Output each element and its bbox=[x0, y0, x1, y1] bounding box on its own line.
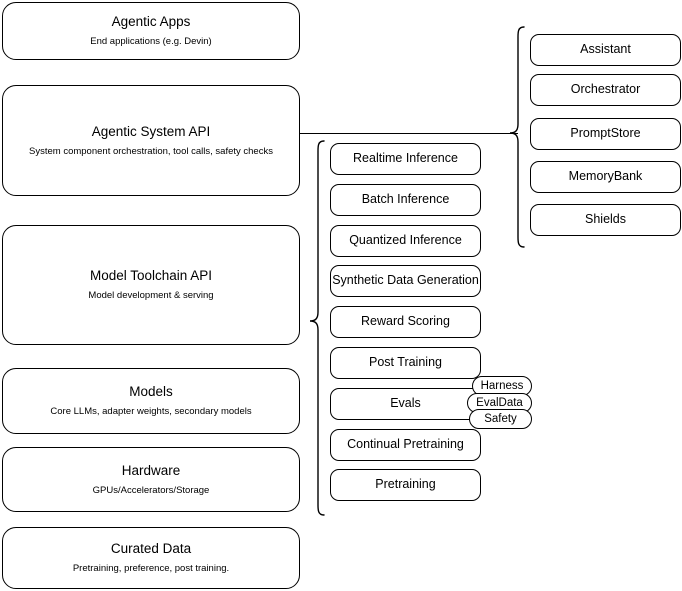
layer-title: Agentic System API bbox=[91, 123, 211, 139]
eval-pill-safety[interactable]: Safety bbox=[469, 409, 532, 429]
layer-title: Models bbox=[129, 384, 173, 400]
capability-label: Realtime Inference bbox=[353, 151, 458, 166]
brace-toolchain-capabilities bbox=[306, 140, 326, 516]
capability-evals[interactable]: Evals bbox=[330, 388, 481, 420]
capability-label: Reward Scoring bbox=[361, 314, 450, 329]
capability-reward-scoring[interactable]: Reward Scoring bbox=[330, 306, 481, 338]
layer-hardware[interactable]: Hardware GPUs/Accelerators/Storage bbox=[2, 447, 300, 512]
layer-model-toolchain-api[interactable]: Model Toolchain API Model development & … bbox=[2, 225, 300, 345]
eval-pill-label: Harness bbox=[480, 380, 524, 392]
layer-title: Model Toolchain API bbox=[89, 268, 213, 284]
component-label: Shields bbox=[585, 212, 626, 227]
capability-label: Batch Inference bbox=[361, 192, 450, 207]
capability-quantized-inference[interactable]: Quantized Inference bbox=[330, 225, 481, 257]
layer-subtitle: Core LLMs, adapter weights, secondary mo… bbox=[50, 406, 252, 417]
component-shields[interactable]: Shields bbox=[530, 204, 681, 236]
eval-pill-label: Safety bbox=[484, 413, 517, 425]
capability-post-training[interactable]: Post Training bbox=[330, 347, 481, 379]
layer-title: Hardware bbox=[121, 462, 181, 478]
eval-pill-label: EvalData bbox=[476, 397, 523, 409]
component-label: Assistant bbox=[580, 42, 631, 57]
layer-subtitle: Model development & serving bbox=[88, 290, 214, 301]
component-label: PromptStore bbox=[570, 126, 641, 141]
layer-subtitle: System component orchestration, tool cal… bbox=[29, 145, 273, 157]
component-assistant[interactable]: Assistant bbox=[530, 34, 681, 66]
layer-agentic-apps[interactable]: Agentic Apps End applications (e.g. Devi… bbox=[2, 2, 300, 60]
capability-pretraining[interactable]: Pretraining bbox=[330, 469, 481, 501]
capability-label: Synthetic Data Generation bbox=[332, 273, 479, 288]
eval-pill-evaldata[interactable]: EvalData bbox=[467, 393, 532, 413]
capability-label: Evals bbox=[390, 396, 421, 411]
component-promptstore[interactable]: PromptStore bbox=[530, 118, 681, 150]
capability-continual-pretraining[interactable]: Continual Pretraining bbox=[330, 429, 481, 461]
capability-label: Pretraining bbox=[375, 477, 436, 492]
component-orchestrator[interactable]: Orchestrator bbox=[530, 74, 681, 106]
brace-system-components bbox=[506, 26, 526, 248]
capability-batch-inference[interactable]: Batch Inference bbox=[330, 184, 481, 216]
layer-curated-data[interactable]: Curated Data Pretraining, preference, po… bbox=[2, 527, 300, 589]
component-label: Orchestrator bbox=[570, 82, 641, 97]
capability-synthetic-data-generation[interactable]: Synthetic Data Generation bbox=[330, 265, 481, 297]
component-memorybank[interactable]: MemoryBank bbox=[530, 161, 681, 193]
layer-subtitle: GPUs/Accelerators/Storage bbox=[92, 484, 210, 496]
capability-label: Continual Pretraining bbox=[347, 437, 464, 452]
layer-models[interactable]: Models Core LLMs, adapter weights, secon… bbox=[2, 368, 300, 434]
layer-title: Curated Data bbox=[110, 541, 192, 557]
connector-system-api-to-components bbox=[300, 133, 518, 134]
capability-realtime-inference[interactable]: Realtime Inference bbox=[330, 143, 481, 175]
layer-agentic-system-api[interactable]: Agentic System API System component orch… bbox=[2, 85, 300, 196]
component-label: MemoryBank bbox=[568, 169, 643, 184]
layer-subtitle: Pretraining, preference, post training. bbox=[72, 563, 230, 574]
capability-label: Post Training bbox=[369, 355, 442, 370]
layer-subtitle: End applications (e.g. Devin) bbox=[90, 36, 212, 47]
layer-title: Agentic Apps bbox=[111, 14, 191, 30]
capability-label: Quantized Inference bbox=[349, 233, 462, 248]
